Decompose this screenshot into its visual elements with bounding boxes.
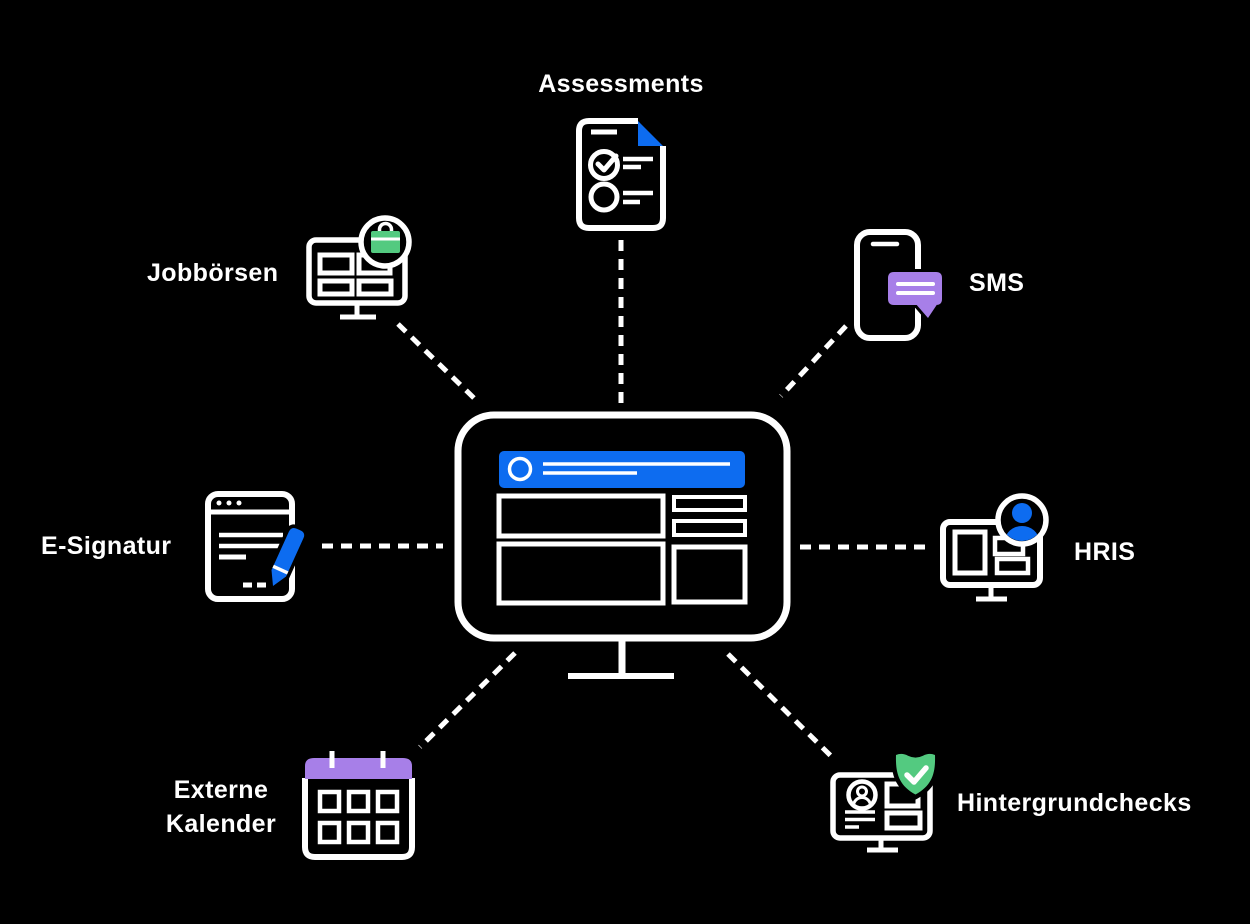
person-icon: [1005, 503, 1039, 541]
label-hintergrundchecks: Hintergrundchecks: [957, 789, 1192, 817]
pen-icon: [267, 524, 308, 593]
background-check-icon: [830, 749, 940, 853]
calendar-days: [317, 789, 400, 845]
calendar-icon: [302, 751, 415, 860]
connector-jobboersen: [396, 322, 479, 403]
browser-header-bar: [499, 451, 745, 488]
assessment-document-icon: [576, 118, 666, 231]
label-externe-kalender: Externe Kalender: [165, 776, 277, 838]
label-e-signatur: E-Signatur: [41, 532, 172, 560]
ats-monitor-icon: [454, 411, 791, 679]
connector-sms: [779, 324, 848, 398]
phone-message-icon: [854, 229, 945, 341]
briefcase-icon: [371, 221, 400, 253]
folded-corner: [638, 121, 663, 146]
label-jobboersen: Jobbörsen: [147, 259, 279, 287]
checkmark: [595, 153, 619, 173]
shield-icon: [891, 749, 940, 800]
hris-monitor-icon: [940, 493, 1049, 602]
label-hris: HRIS: [1074, 538, 1136, 566]
job-board-icon: [306, 215, 412, 320]
label-assessments: Assessments: [538, 70, 704, 98]
shield-checkmark: [904, 765, 929, 785]
avatar-person: [852, 785, 872, 807]
calendar-header: [305, 758, 412, 779]
page-content-blocks: [496, 493, 748, 606]
avatar-circle: [846, 779, 878, 811]
document-signature-icon: [205, 491, 308, 602]
label-sms: SMS: [969, 269, 1025, 297]
